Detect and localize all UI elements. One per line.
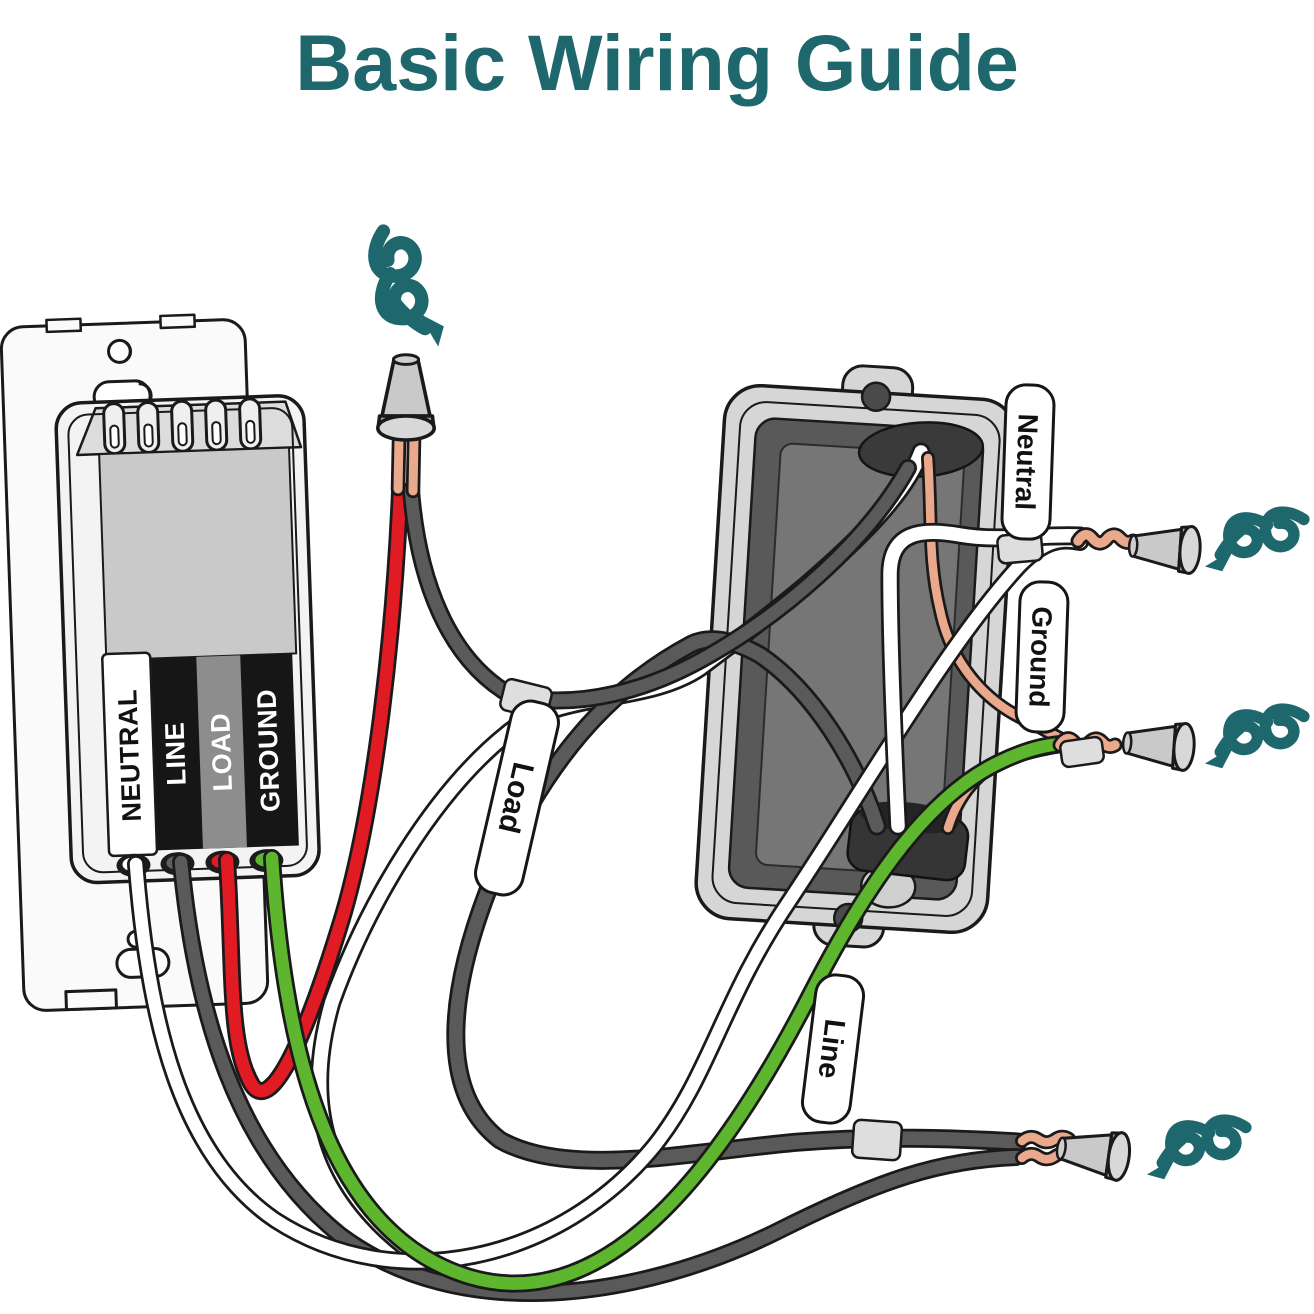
wire-black-line-cable: [449, 633, 1025, 1168]
wire-nut-top: [375, 352, 437, 442]
clip-icon: [238, 397, 263, 451]
tag-ground: Ground: [1014, 580, 1070, 734]
switch-label-ground: GROUND: [251, 688, 285, 812]
wire-red-switch-load: [220, 485, 407, 1098]
cable-clip-ground: [1059, 735, 1105, 769]
terminal-strip-load-gray: [196, 655, 247, 849]
wire-nut-ground: [1120, 717, 1198, 773]
clip-icon: [170, 399, 195, 453]
wall-plate-tab-left: [45, 317, 83, 334]
switch-label-line: LINE: [160, 721, 192, 786]
clip-icon: [102, 402, 127, 456]
wall-plate-tab-bottom: [64, 988, 118, 1012]
pigtail-neutral: [1073, 529, 1138, 548]
tag-neutral-label: Neutral: [1009, 413, 1043, 510]
wire-nut-neutral: [1126, 520, 1204, 576]
wires: [127, 432, 1141, 1302]
copper-stub-left: [393, 435, 404, 494]
wire-green-switch-ground: [265, 737, 1069, 1290]
tag-ground-label: Ground: [1023, 606, 1058, 708]
page-title: Basic Wiring Guide: [295, 18, 1019, 107]
tag-load: Load: [474, 699, 560, 897]
tag-neutral: Neutral: [1000, 383, 1056, 541]
twist-arrow-icon-neutral: [1205, 512, 1304, 571]
tag-line-label: Line: [812, 1017, 851, 1080]
cable-clip-line: [850, 1118, 904, 1162]
switch-label-neutral: NEUTRAL: [112, 689, 147, 822]
clip-icon: [136, 400, 161, 454]
switch-label-load: LOAD: [205, 712, 238, 791]
wall-plate-tab-right: [159, 313, 196, 330]
wire-white-switch-neutral: [129, 534, 1087, 1268]
twist-arrow-icon-line: [1147, 1120, 1246, 1179]
twist-arrow-icon-ground: [1205, 709, 1304, 768]
mounting-hole-shadow: [124, 340, 132, 362]
copper-stub-right: [408, 435, 419, 496]
twist-arrow-icon-top: [375, 231, 444, 346]
wire-black-load: [404, 461, 915, 707]
box-screw-top: [860, 381, 892, 412]
smart-switch: NEUTRAL LINE LOAD GROUND: [0, 313, 321, 1012]
clip-icon: [204, 398, 229, 452]
switch-front-panel: [98, 446, 298, 662]
tag-line: Line: [800, 973, 866, 1125]
